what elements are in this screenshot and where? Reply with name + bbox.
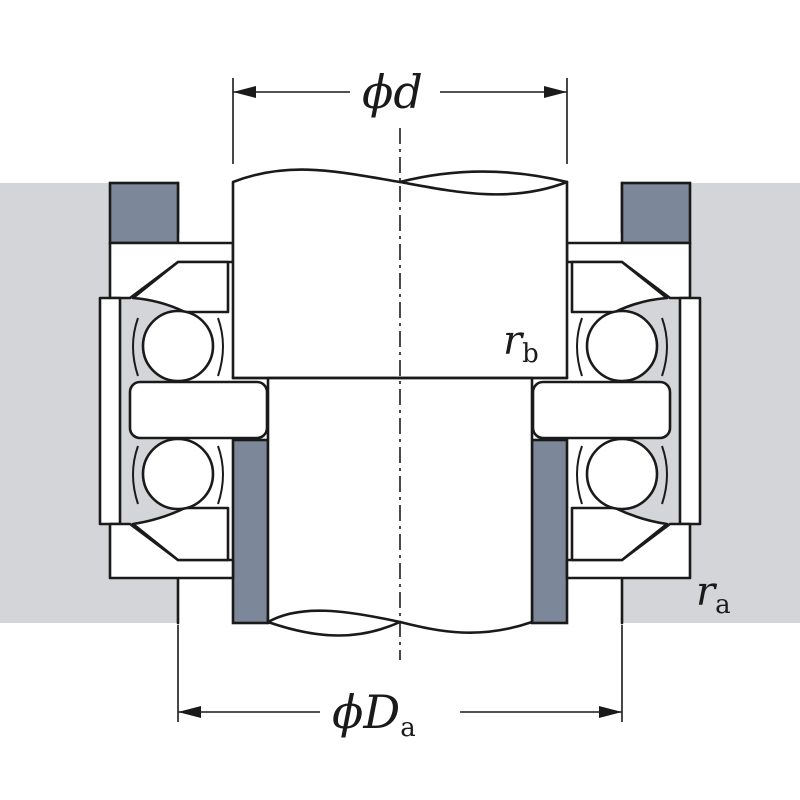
right-raceway-washers [531,260,672,562]
label-abutment-diameter: ϕDa [332,685,416,743]
housing-spacer-right [620,181,692,245]
dimension-abutment-diameter [177,625,623,722]
ball-lower-left [141,437,215,511]
housing-washers [98,241,702,580]
label-shaft-diameter: ϕd [362,65,423,119]
sleeve-right [530,438,569,625]
ball-lower-right [585,437,659,511]
housing-spacer-left [108,181,180,245]
ball-upper-right [585,309,659,383]
left-raceway-washers [128,260,269,562]
label-housing-fillet: ra [696,569,731,620]
ball-upper-left [141,309,215,383]
rolling-elements [132,309,668,511]
label-shaft-fillet: rb [503,318,539,369]
dimension-shaft-diameter [232,78,568,164]
sleeve-left [231,438,270,625]
